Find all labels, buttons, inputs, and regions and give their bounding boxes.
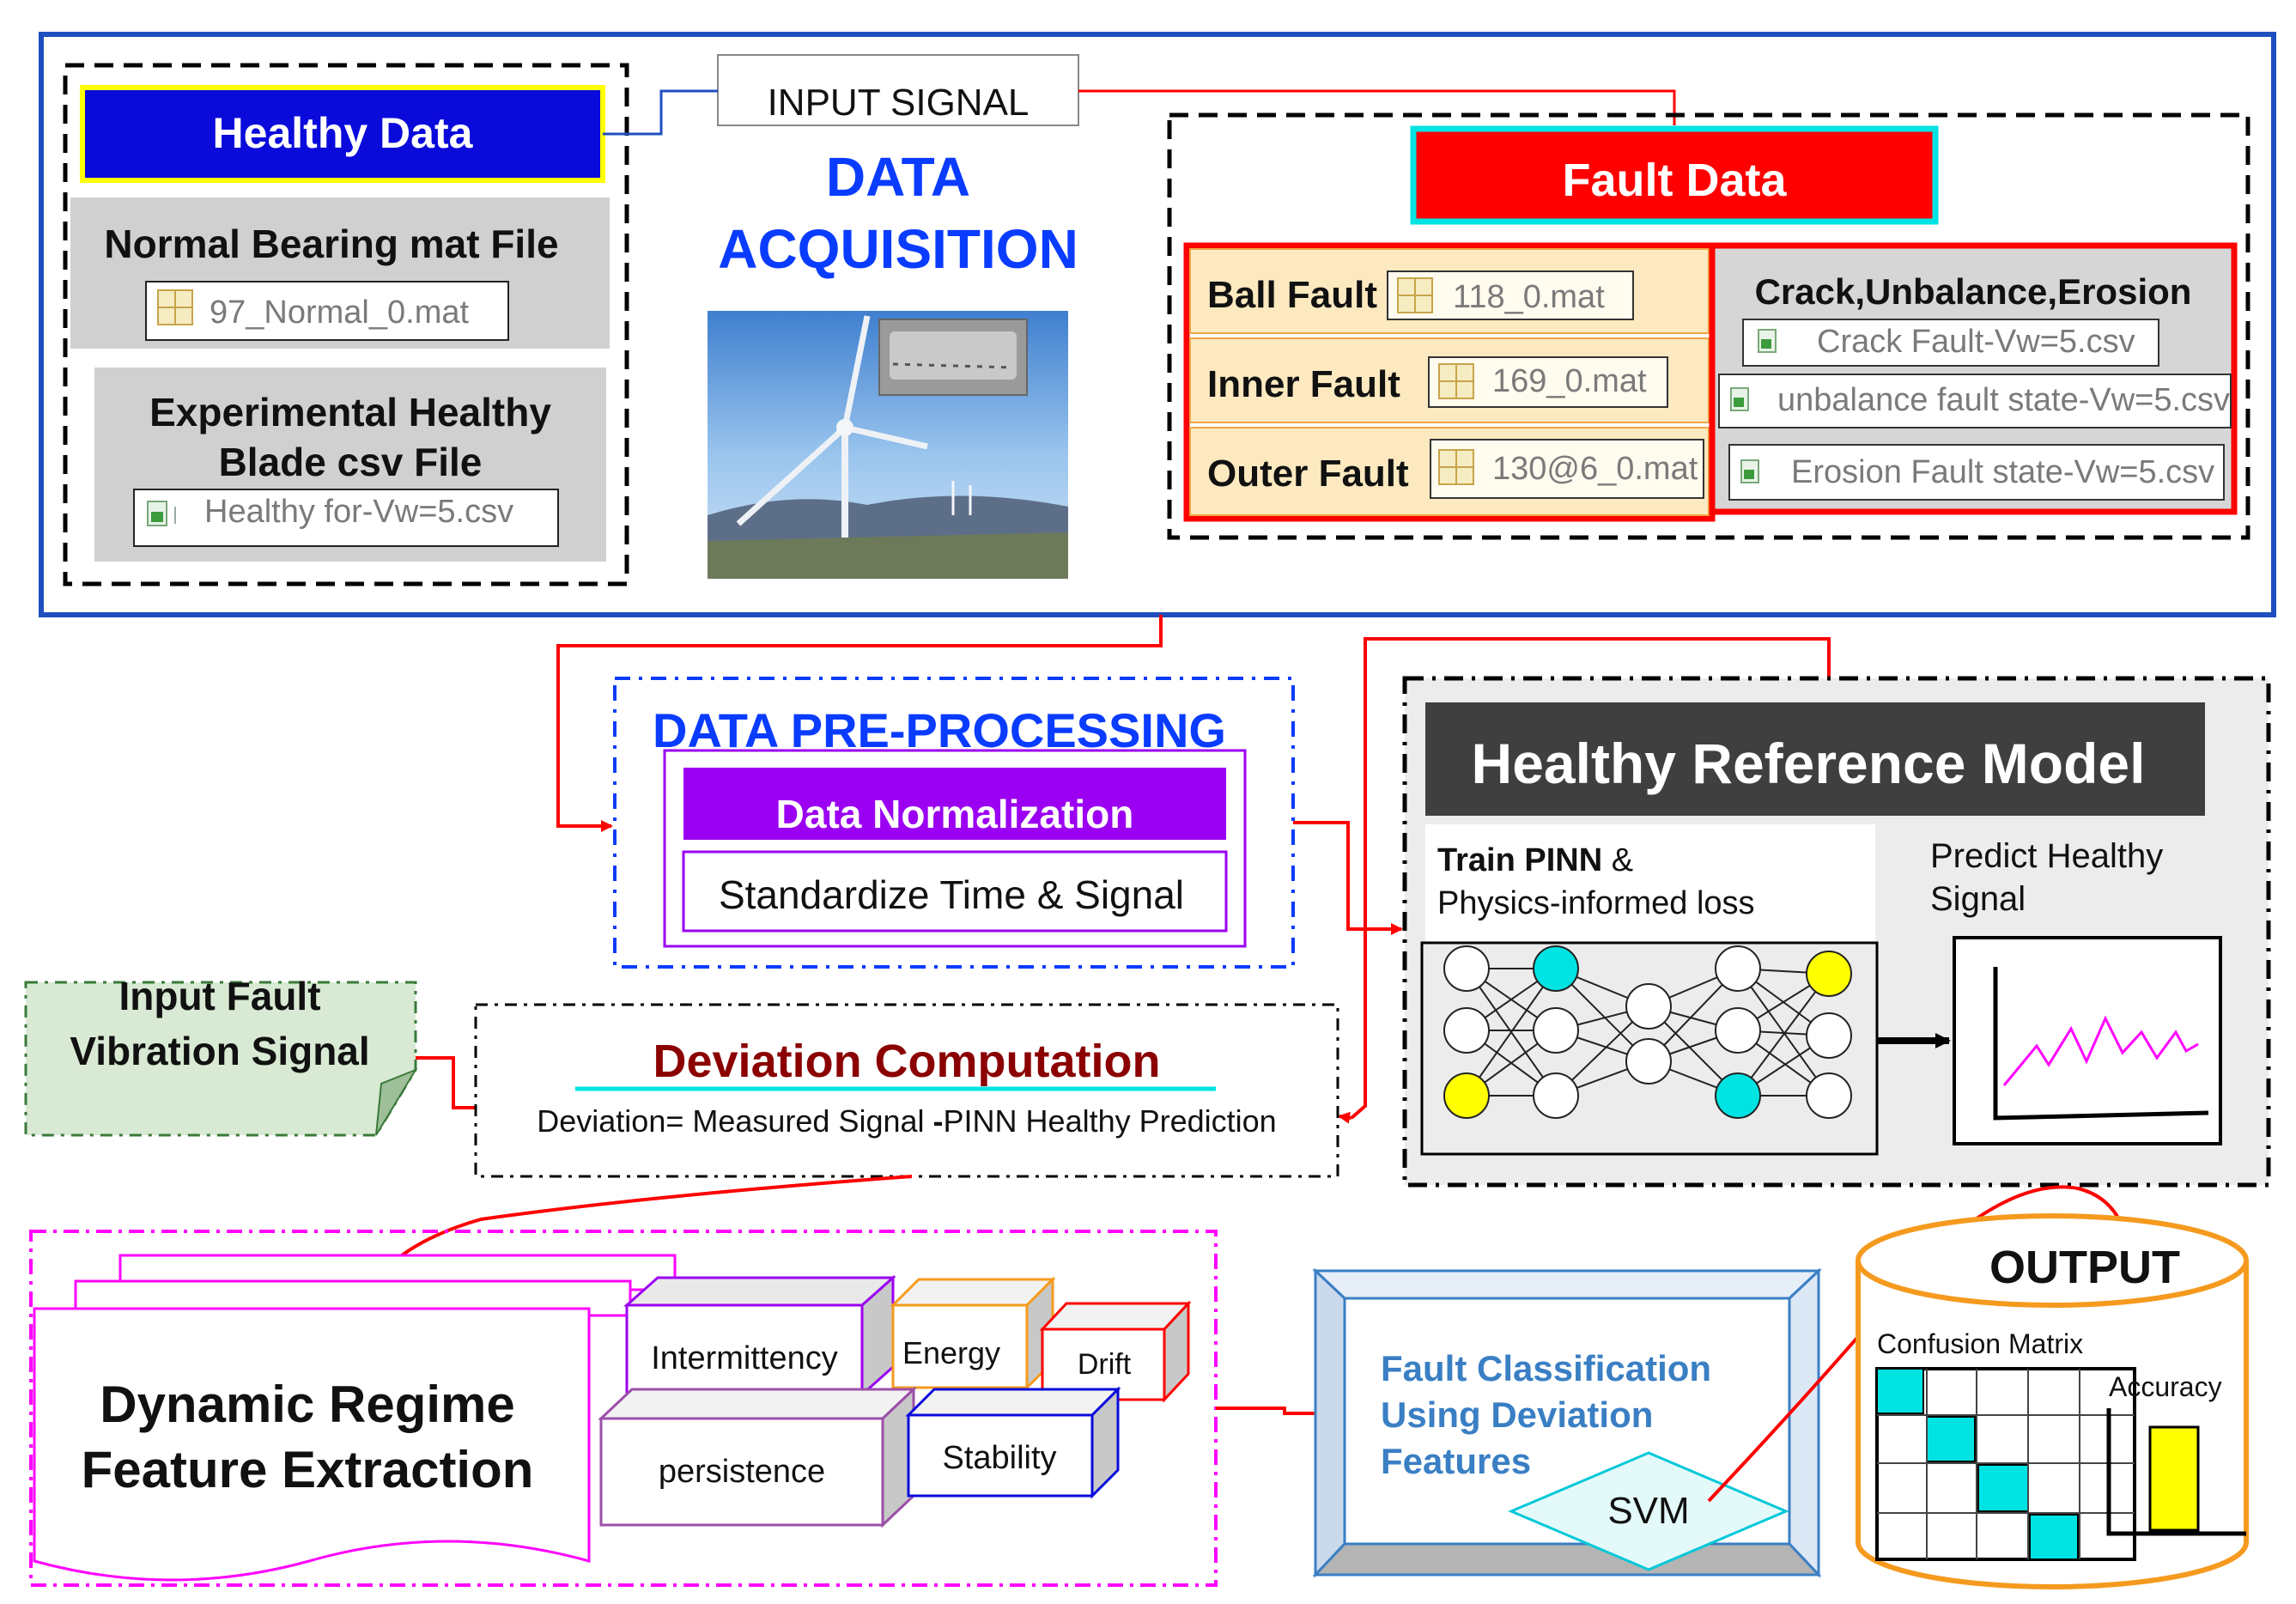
acquisition-frame bbox=[39, 32, 2276, 617]
outer-file-name: 130@6_0.mat bbox=[1492, 451, 1698, 487]
normal-file-box bbox=[145, 281, 509, 341]
normalization-label: Data Normalization bbox=[776, 792, 1134, 836]
feature-doc-front bbox=[33, 1307, 591, 1582]
preprocessing-title: DATA PRE-PROCESSING bbox=[653, 703, 1226, 757]
standardize-label: Standardize Time & Signal bbox=[719, 872, 1184, 917]
healthy-data-frame bbox=[63, 63, 629, 586]
predict-label-line2: Signal bbox=[1930, 880, 2026, 918]
crack-csv-icon bbox=[1758, 329, 1777, 353]
crack-file-box bbox=[1742, 319, 2159, 367]
unbalance-csv-icon bbox=[1730, 387, 1749, 411]
preprocessing-frame bbox=[613, 677, 1295, 969]
predicted-signal-plot bbox=[1953, 936, 2222, 1145]
input-fault-to-deviation-arrow bbox=[416, 1056, 495, 1114]
svm-label: SVM bbox=[1607, 1490, 1689, 1532]
accuracy-bar-icon bbox=[2106, 1408, 2246, 1536]
erosion-file-box bbox=[1728, 444, 2225, 501]
deviation-formula: Deviation= Measured Signal -PINN Healthy… bbox=[537, 1103, 1276, 1139]
pinn-network-icon bbox=[1420, 941, 1879, 1156]
ball-mat-icon bbox=[1397, 277, 1433, 313]
feature-title-line1: Dynamic Regime bbox=[100, 1376, 515, 1433]
fault-data-header bbox=[1410, 125, 1939, 225]
outer-mat-icon bbox=[1438, 449, 1474, 485]
healthy-to-input-line bbox=[603, 89, 718, 136]
acquisition-title-line2: ACQUISITION bbox=[718, 218, 1078, 280]
blade-file-name: Healthy for-Vw=5.csv bbox=[204, 494, 513, 530]
confusion-matrix-icon bbox=[1875, 1367, 2136, 1561]
ball-file-name: 118_0.mat bbox=[1453, 279, 1605, 315]
input-signal-label: INPUT SIGNAL bbox=[768, 82, 1030, 124]
deviation-title: Deviation Computation bbox=[653, 1036, 1161, 1087]
standardize-box bbox=[682, 850, 1228, 933]
normalization-box bbox=[683, 768, 1226, 840]
energy-label: Energy bbox=[902, 1335, 1000, 1370]
predict-label-line1: Predict Healthy bbox=[1930, 837, 2163, 875]
reference-model-header bbox=[1425, 702, 2205, 816]
fault-data-title: Fault Data bbox=[1562, 155, 1787, 206]
train-label-line2: Physics-informed loss bbox=[1437, 885, 1755, 921]
feature-title-line2: Feature Extraction bbox=[82, 1441, 534, 1498]
svm-diamond bbox=[1508, 1451, 1789, 1571]
erosion-file-name: Erosion Fault state-Vw=5.csv bbox=[1791, 454, 2214, 490]
healthy-data-title: Healthy Data bbox=[213, 109, 474, 157]
classification-line1: Fault Classification bbox=[1381, 1348, 1711, 1388]
normal-file-name: 97_Normal_0.mat bbox=[210, 295, 469, 331]
fault-data-frame bbox=[1167, 112, 2250, 540]
ball-fault-label: Ball Fault bbox=[1207, 274, 1377, 316]
preprocessing-to-model-arrow bbox=[1293, 821, 1403, 935]
stability-label: Stability bbox=[942, 1440, 1056, 1476]
drift-label: Drift bbox=[1078, 1348, 1132, 1381]
unbalance-file-box bbox=[1718, 374, 2232, 428]
inner-fault-label: Inner Fault bbox=[1207, 363, 1400, 405]
energy-block bbox=[890, 1276, 1056, 1391]
outer-file-box bbox=[1430, 439, 1704, 499]
blade-label-line2: Blade csv File bbox=[219, 440, 483, 484]
train-panel bbox=[1425, 824, 1875, 943]
output-title: OUTPUT bbox=[1989, 1242, 2180, 1293]
model-to-deviation-line bbox=[1350, 637, 1831, 1120]
acquisition-to-preprocessing-arrow bbox=[556, 615, 1163, 832]
classification-line2: Using Deviation bbox=[1381, 1394, 1653, 1435]
stability-block bbox=[905, 1386, 1121, 1499]
train-label-line1: Train PINN & bbox=[1437, 842, 1633, 878]
intermittency-label: Intermittency bbox=[651, 1340, 838, 1376]
mat-file-icon bbox=[157, 289, 193, 325]
normal-bearing-label: Normal Bearing mat File bbox=[104, 222, 558, 266]
accuracy-label: Accuracy bbox=[2109, 1371, 2222, 1402]
input-signal-box bbox=[717, 54, 1079, 126]
blade-file-box bbox=[133, 489, 559, 547]
model-to-deviation-arrowhead bbox=[1338, 1111, 1352, 1124]
input-fault-line2: Vibration Signal bbox=[70, 1029, 369, 1073]
unbalance-file-name: unbalance fault state-Vw=5.csv bbox=[1777, 382, 2230, 418]
wind-turbine-image bbox=[708, 311, 1068, 579]
drift-block bbox=[1039, 1300, 1192, 1403]
crack-file-name: Crack Fault-Vw=5.csv bbox=[1817, 324, 2135, 360]
inner-mat-icon bbox=[1438, 363, 1474, 399]
input-fault-line1: Input Fault bbox=[118, 974, 320, 1018]
intermittency-block bbox=[623, 1274, 896, 1398]
inner-file-name: 169_0.mat bbox=[1492, 363, 1647, 399]
csv-file-icon bbox=[147, 501, 176, 526]
reference-model-title: Healthy Reference Model bbox=[1472, 732, 2146, 795]
input-fault-note-fold bbox=[375, 1067, 418, 1136]
preprocessing-inner-frame bbox=[663, 749, 1247, 948]
persistence-label: persistence bbox=[659, 1454, 825, 1490]
persistence-block bbox=[598, 1386, 917, 1528]
blade-fault-header: Crack,Unbalance,Erosion bbox=[1755, 271, 2192, 312]
acquisition-title-line1: DATA bbox=[826, 146, 970, 208]
classification-line3: Features bbox=[1381, 1441, 1531, 1481]
erosion-csv-icon bbox=[1740, 459, 1759, 483]
outer-fault-label: Outer Fault bbox=[1207, 453, 1409, 495]
blade-label-line1: Experimental Healthy bbox=[149, 390, 551, 434]
confusion-matrix-label: Confusion Matrix bbox=[1877, 1328, 2083, 1359]
